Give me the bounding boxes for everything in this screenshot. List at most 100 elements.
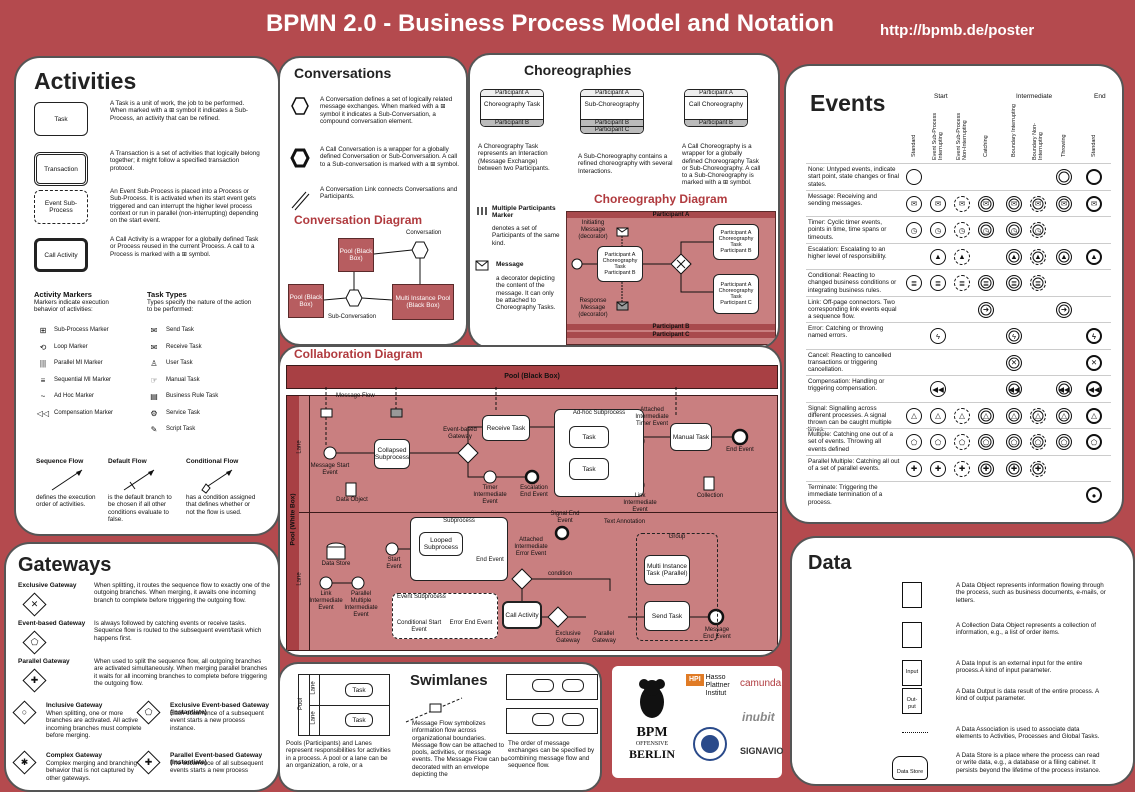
group-label: Group bbox=[668, 534, 686, 540]
adhoc-subprocess[interactable]: Ad-hoc Subprocess Task Task bbox=[554, 409, 644, 497]
multiple-event-icon: ⬠ bbox=[1030, 434, 1046, 450]
error-event-icon: ϟ bbox=[1006, 328, 1022, 344]
link-intermediate-event-2[interactable] bbox=[319, 576, 333, 590]
swim-pool-label: Pool bbox=[298, 697, 305, 711]
collab-diagram-content: Collapsed Subprocess Receive Task Ad-hoc… bbox=[286, 387, 776, 649]
looped-subprocess[interactable]: Looped Subprocess bbox=[419, 532, 463, 556]
parallel-event-icon: ✚ bbox=[1006, 460, 1022, 477]
signal-end-event[interactable] bbox=[554, 525, 570, 541]
none-event-icon bbox=[906, 169, 922, 185]
events-col-3: Catching bbox=[983, 135, 989, 157]
end-event-1[interactable] bbox=[731, 428, 749, 446]
tasktype-6-label: Script Task bbox=[166, 426, 196, 432]
tasktype-5-label: Service Task bbox=[166, 409, 200, 416]
subprocess-label: Subprocess bbox=[443, 518, 475, 524]
parallel-multiple-event[interactable] bbox=[351, 576, 365, 590]
signal-event-icon: △ bbox=[1006, 407, 1022, 424]
escalation-event-icon: ▲ bbox=[1056, 248, 1072, 265]
link-event-icon: ➜ bbox=[1056, 301, 1072, 318]
end-label-2: End Event bbox=[476, 557, 504, 563]
conv-label-subconv: Sub-Conversation bbox=[328, 314, 377, 320]
call-activity[interactable]: Call Activity bbox=[502, 601, 542, 629]
tasktype-2-label: User Task bbox=[166, 360, 193, 366]
link-event-icon: ➜ bbox=[978, 301, 994, 318]
swimlanes-title: Swimlanes bbox=[410, 672, 488, 689]
swimlanes-panel: Swimlanes Pool Lane Lane Task Task Pools… bbox=[278, 662, 602, 792]
marker-2-icon: ||| bbox=[39, 359, 47, 368]
event-row-parallel: Parallel Multiple: Catching all out of a… bbox=[808, 457, 900, 472]
cancel-event-icon: ✕ bbox=[1086, 354, 1102, 371]
parallel-gateway-1[interactable] bbox=[547, 606, 569, 628]
signal-event-icon: △ bbox=[1030, 407, 1046, 424]
message-start-event[interactable] bbox=[323, 446, 337, 460]
swim-task-2[interactable]: Task bbox=[345, 713, 373, 727]
tasktype-2-icon: ♙ bbox=[150, 359, 158, 368]
gateways-title: Gateways bbox=[18, 554, 112, 576]
message-event-icon: ✉ bbox=[1030, 195, 1046, 212]
collapsed-subprocess[interactable]: Collapsed Subprocess bbox=[374, 439, 410, 469]
signal-event-icon: △ bbox=[1056, 407, 1072, 424]
start-event[interactable] bbox=[385, 542, 399, 556]
event-row-message: Message: Receiving and sending messages. bbox=[808, 192, 877, 207]
mi-task[interactable]: Multi Instance Task (Parallel) bbox=[644, 555, 690, 585]
cancel-event-icon: ✕ bbox=[1006, 354, 1022, 371]
link-label: Link Intermediate Event bbox=[623, 493, 657, 513]
compensation-event-icon: ◀◀ bbox=[1056, 381, 1072, 397]
send-task[interactable]: Send Task bbox=[644, 601, 690, 631]
events-col-0: Standard bbox=[911, 134, 917, 157]
signal-event-icon: △ bbox=[954, 407, 970, 424]
gateway-4-title: Exclusive Event-based Gateway (instantia… bbox=[170, 702, 269, 716]
attached-err-label: Attached Intermediate Error Event bbox=[514, 537, 548, 557]
event-subprocess[interactable]: Event Subprocess Conditional Start Event… bbox=[392, 593, 498, 639]
exclusive-gateway-1[interactable] bbox=[511, 568, 533, 590]
activity-desc-1: A Task is a unit of work, the job to be … bbox=[110, 100, 248, 122]
poster-url[interactable]: http://bpmb.de/poster bbox=[880, 22, 1035, 39]
swim-pool-diagram: Pool Lane Lane Task Task bbox=[298, 674, 390, 736]
markers-desc: Markers indicate execution behavior of a… bbox=[34, 299, 109, 314]
data-item-0-desc: A Data Object represents information flo… bbox=[956, 582, 1106, 604]
swim-desc-1: Pools (Participants) and Lanes represent… bbox=[286, 740, 391, 769]
choreo-item-desc-1: A Choreography Task represents an Intera… bbox=[478, 143, 550, 172]
gateway-6-desc: The occurrence of all subsequent events … bbox=[170, 760, 264, 775]
conversations-panel: Conversations A Conversation defines a s… bbox=[278, 56, 468, 346]
adhoc-task-2[interactable]: Task bbox=[569, 458, 609, 480]
flow-0-title: Sequence Flow bbox=[36, 458, 84, 465]
manual-task[interactable]: Manual Task bbox=[670, 423, 712, 451]
receive-task[interactable]: Receive Task bbox=[482, 415, 530, 441]
ebg-label: Event-based Gateway bbox=[443, 427, 477, 440]
conditional-event-icon: ≣ bbox=[930, 275, 946, 291]
escalation-end-event[interactable] bbox=[524, 469, 540, 485]
msgflow-label: Message Flow bbox=[336, 393, 375, 399]
gateway-2-title: Parallel Gateway bbox=[18, 658, 70, 665]
event-row-cancel: Cancel: Reacting to cancelled transactio… bbox=[808, 351, 892, 374]
swim-task-1[interactable]: Task bbox=[345, 683, 373, 697]
cse-label: Conditional Start Event bbox=[396, 620, 442, 633]
marker-4-label: Ad Hoc Marker bbox=[54, 393, 95, 399]
escalation-event-icon: ▲ bbox=[954, 248, 970, 265]
timer-intermediate-event[interactable] bbox=[483, 470, 497, 484]
signavio-logo: SIGNAVIO bbox=[740, 746, 784, 756]
marker-4-icon: ~ bbox=[40, 392, 46, 401]
event-row-conditional: Conditional: Reacting to changed busines… bbox=[808, 272, 897, 294]
gateway-6-title: Parallel Event-based Gateway (instantiat… bbox=[170, 752, 263, 766]
compensation-event-icon: ◀◀ bbox=[1006, 381, 1022, 397]
subprocess-expanded[interactable]: Subprocess Looped Subprocess bbox=[410, 517, 508, 581]
gateway-2-desc: When used to split the sequence flow, al… bbox=[94, 658, 268, 687]
data-item-2-desc: A Data Input is an external input for th… bbox=[956, 660, 1083, 675]
gateway-5-title: Complex Gateway bbox=[46, 752, 102, 759]
flow-2-icon bbox=[201, 469, 233, 494]
adhoc-task-1[interactable]: Task bbox=[569, 426, 609, 448]
event-row-escalation: Escalation: Escalating to an higher leve… bbox=[808, 245, 887, 260]
event-based-gateway[interactable] bbox=[457, 442, 479, 464]
swim-msgflow-icon bbox=[405, 697, 463, 723]
event-row-none: None: Untyped events, indicate start poi… bbox=[808, 166, 900, 188]
message-event-icon: ✉ bbox=[1006, 195, 1022, 212]
adhoc-label: Ad-hoc Subprocess bbox=[572, 410, 626, 416]
conversation-desc-1: A Conversation defines a set of logicall… bbox=[320, 96, 453, 125]
multiple-event-icon: ⬠ bbox=[1086, 434, 1102, 450]
choreo-item-mid: Call Choreography bbox=[688, 101, 744, 108]
